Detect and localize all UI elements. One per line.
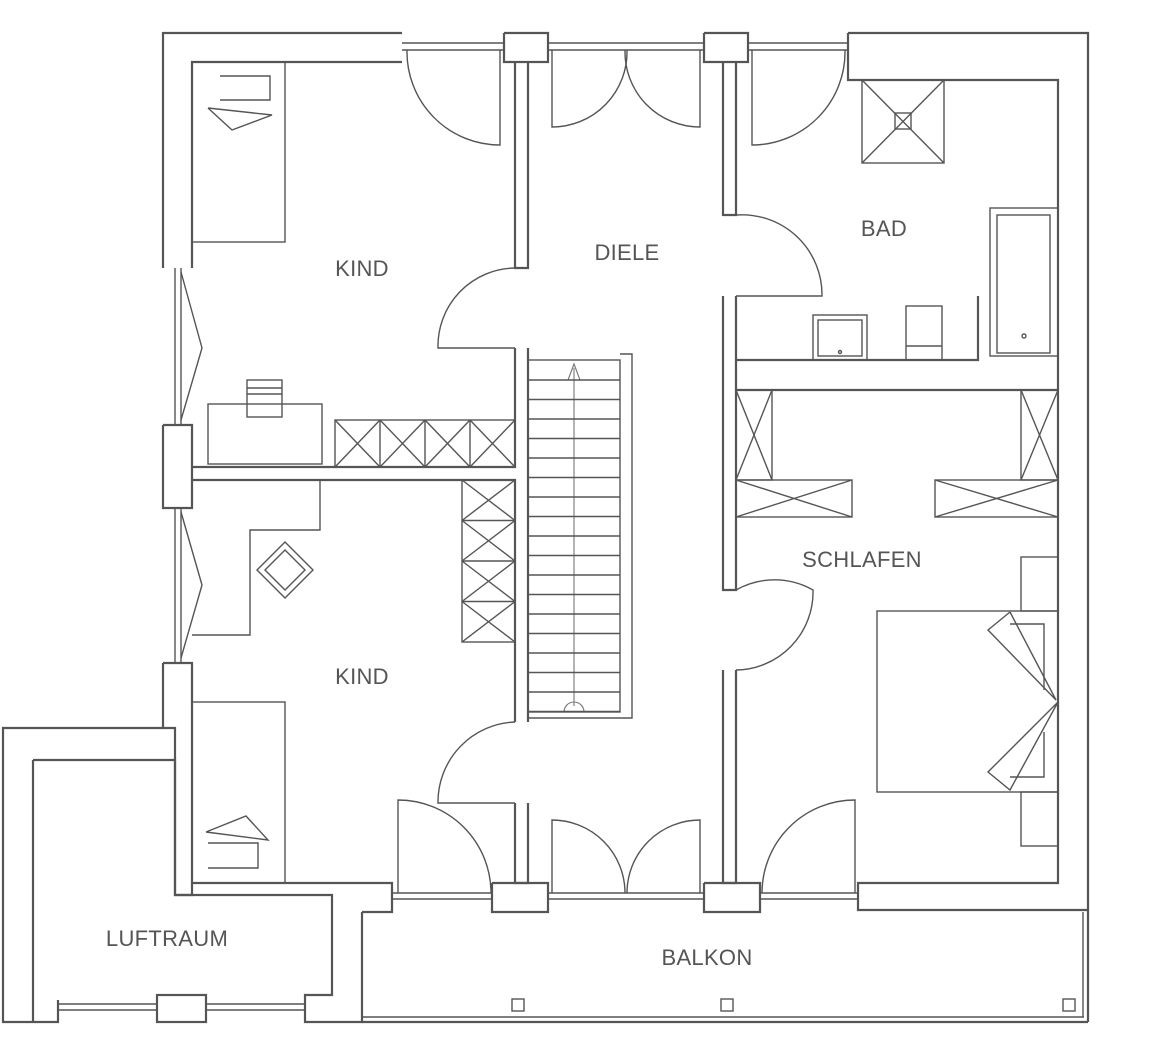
sink: [812, 314, 868, 361]
wardrobe-cross: [461, 600, 516, 643]
room-label-balkon: BALKON: [661, 945, 752, 970]
chair: [246, 379, 283, 418]
bed: [191, 61, 286, 243]
bathtub: [989, 207, 1059, 357]
room-label-kind-top: KIND: [335, 256, 389, 281]
shower: [861, 79, 945, 164]
wardrobe-crosses: [334, 419, 516, 643]
wardrobe-cross: [379, 419, 426, 468]
wardrobe-cross: [334, 419, 381, 468]
room-label-schlafen: SCHLAFEN: [802, 547, 922, 572]
interior-walls: [192, 62, 1058, 885]
toilet: [905, 305, 943, 361]
doors: [397, 49, 856, 894]
room-labels: KIND DIELE BAD SCHLAFEN KIND LUFTRAUM BA…: [106, 216, 922, 970]
corner-desk: [192, 479, 321, 636]
room-label-luftraum: LUFTRAUM: [106, 926, 228, 951]
bathroom-fixtures: [812, 79, 1059, 361]
wardrobe-cross: [461, 519, 516, 562]
pillow: [220, 75, 271, 101]
room-label-kind-bottom: KIND: [335, 664, 389, 689]
balcony: [362, 910, 1090, 1024]
staircase: [527, 353, 633, 719]
wardrobe-cross: [424, 419, 471, 468]
room-label-bad: BAD: [861, 216, 907, 241]
bedroom-furniture: [735, 389, 1059, 847]
wardrobe-cross: [469, 419, 516, 468]
windows: [174, 42, 858, 900]
bed: [191, 701, 286, 884]
outer-walls: [161, 31, 1090, 914]
wardrobe-cross: [461, 560, 516, 603]
desk: [207, 403, 323, 465]
wardrobe-cross: [461, 479, 516, 522]
luftraum-walls: [1, 726, 364, 1024]
chair: [256, 541, 314, 599]
double-bed: [876, 610, 1059, 793]
room-label-diele: DIELE: [594, 240, 659, 265]
pillow: [208, 842, 259, 869]
